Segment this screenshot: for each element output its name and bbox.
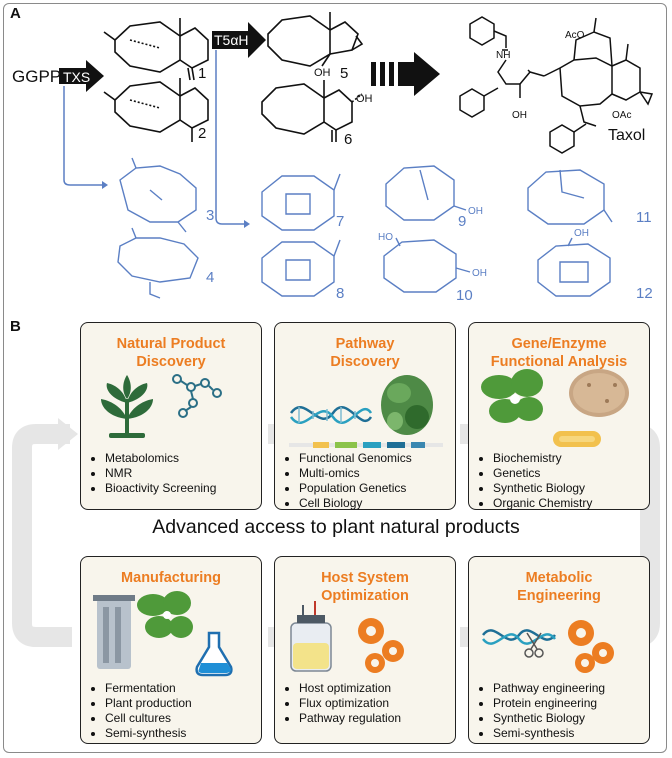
compound-10	[383, 237, 471, 293]
compound-12-number: 12	[636, 285, 653, 302]
compound-5-number: 5	[340, 65, 348, 82]
compound-10-ho: HO	[378, 232, 393, 243]
list-item: Cell Biology	[299, 496, 451, 511]
compound-1-number: 1	[198, 65, 206, 82]
card-bullets: Metabolomics NMR Bioactivity Screening	[91, 451, 257, 496]
card-bullets: Pathway engineering Protein engineering …	[479, 681, 645, 741]
list-item: Metabolomics	[105, 451, 257, 466]
dashed-arrow	[371, 52, 440, 96]
plant-tuber-icon	[481, 369, 629, 447]
card-bullets: Fermentation Plant production Cell cultu…	[91, 681, 257, 741]
compound-3	[119, 157, 197, 233]
card-title: Manufacturing	[121, 570, 221, 586]
list-item: Protein engineering	[493, 696, 645, 711]
compound-5	[267, 12, 364, 67]
compound-9-number: 9	[458, 213, 466, 230]
list-item: Bioactivity Screening	[105, 481, 257, 496]
taxol-oac: OAc	[612, 110, 631, 121]
list-item: Host optimization	[299, 681, 451, 696]
dna-scissors-gears-icon	[482, 620, 614, 673]
list-item: Semi-synthesis	[105, 726, 257, 741]
list-item: Biochemistry	[493, 451, 645, 466]
compound-12-oh: OH	[574, 228, 589, 239]
list-item: Population Genetics	[299, 481, 451, 496]
t5ah-arrow	[212, 22, 266, 58]
list-item: Plant production	[105, 696, 257, 711]
compound-1	[103, 18, 209, 81]
compound-2-number: 2	[198, 125, 206, 142]
compound-6-oh: OH	[356, 93, 373, 105]
compound-10-oh: OH	[472, 268, 487, 279]
compound-9	[385, 165, 467, 221]
list-item: Multi-omics	[299, 466, 451, 481]
list-item: Pathway engineering	[493, 681, 645, 696]
bioreactor-flask-icon	[93, 591, 233, 677]
card-bullets: Biochemistry Genetics Synthetic Biology …	[479, 451, 645, 511]
list-item: Synthetic Biology	[493, 481, 645, 496]
compound-8-number: 8	[336, 285, 344, 302]
figure-frame	[3, 3, 667, 753]
taxol-nh: NH	[496, 50, 510, 61]
compound-4-number: 4	[206, 269, 214, 286]
compound-7	[261, 173, 341, 231]
taxol-structure	[459, 16, 654, 154]
compound-7-number: 7	[336, 213, 344, 230]
list-item: Functional Genomics	[299, 451, 451, 466]
compound-10-number: 10	[456, 287, 473, 304]
txs-arrow	[59, 60, 104, 92]
list-item: Semi-synthesis	[493, 726, 645, 741]
list-item: Pathway regulation	[299, 711, 451, 726]
compound-12	[537, 237, 611, 297]
list-item: Flux optimization	[299, 696, 451, 711]
dna-protein-icon	[289, 375, 443, 448]
branch-line-t5ah	[215, 50, 244, 225]
compound-5-oh: OH	[314, 67, 331, 79]
taxol-aco: AcO	[565, 30, 585, 41]
compound-8	[261, 239, 341, 297]
precursor-label: GGPP	[12, 67, 61, 86]
list-item: Cell cultures	[105, 711, 257, 726]
fermenter-gears-icon	[290, 601, 404, 673]
compound-2	[103, 78, 209, 142]
compound-6-number: 6	[344, 131, 352, 148]
card-bullets: Host optimization Flux optimization Path…	[285, 681, 451, 726]
compound-3-number: 3	[206, 207, 214, 224]
compound-9-oh: OH	[468, 206, 483, 217]
panel-a-schematic: GGPP TXS T5αH 1 2 OH	[12, 12, 654, 304]
list-item: Fermentation	[105, 681, 257, 696]
list-item: Genetics	[493, 466, 645, 481]
t5ah-label: T5αH	[214, 32, 249, 48]
list-item: NMR	[105, 466, 257, 481]
card-bullets: Functional Genomics Multi-omics Populati…	[285, 451, 451, 511]
card-manufacturing: Manufacturing Fermentation Plant product…	[80, 556, 262, 744]
panel-a-letter: A	[10, 5, 21, 22]
compound-11	[527, 169, 613, 225]
list-item: Organic Chemistry	[493, 496, 645, 511]
branch-line-txs	[63, 86, 102, 186]
center-caption: Advanced access to plant natural product…	[152, 516, 520, 538]
list-item: Synthetic Biology	[493, 711, 645, 726]
compound-11-number: 11	[636, 209, 652, 226]
taxol-oh: OH	[512, 110, 527, 121]
txs-label: TXS	[63, 69, 90, 85]
panel-b-letter: B	[10, 318, 21, 335]
compound-6	[261, 80, 363, 142]
product-label: Taxol	[608, 127, 645, 144]
plant-molecule-icon	[101, 374, 222, 438]
compound-4	[117, 227, 199, 299]
